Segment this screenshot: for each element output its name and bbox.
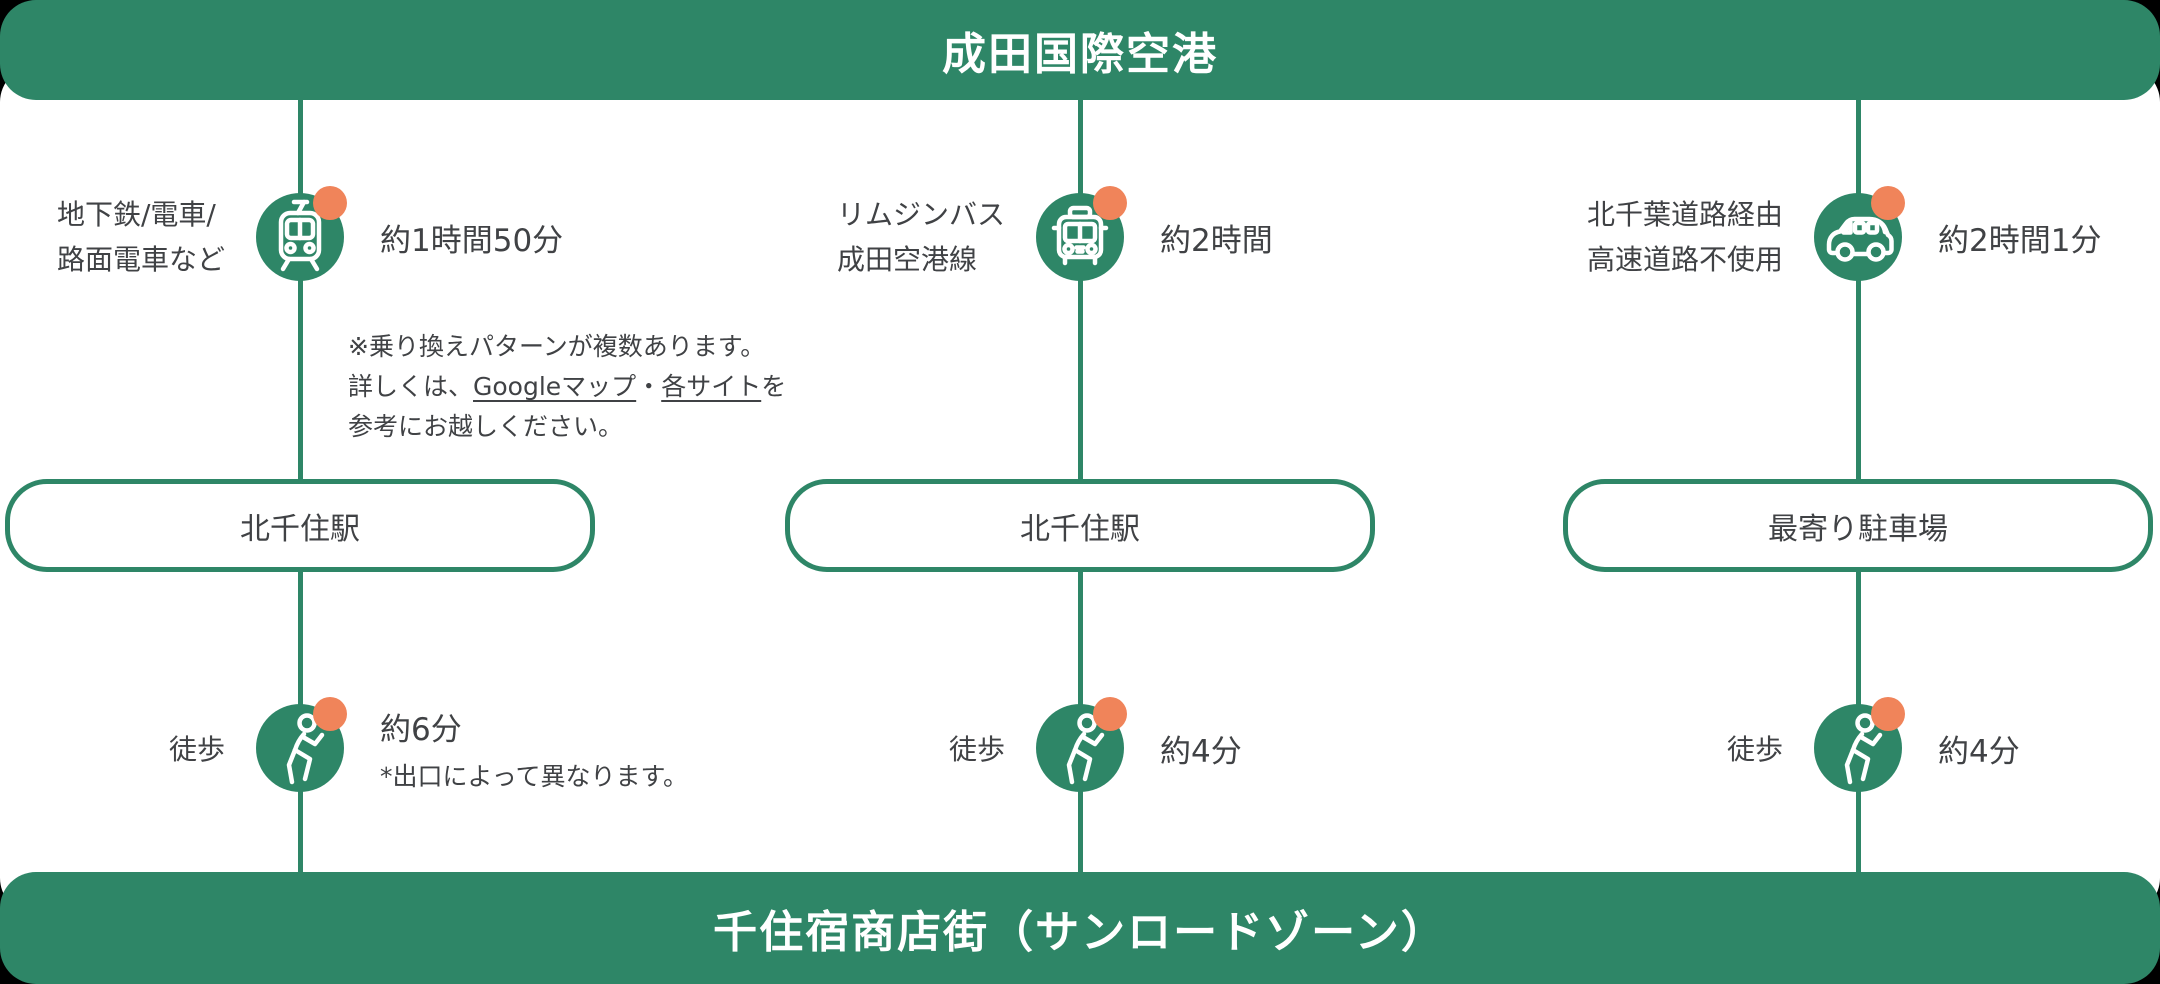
transport-label: 北千葉道路経由 高速道路不使用 — [1586, 198, 1783, 276]
walk-info: 約4分 — [1938, 704, 2020, 792]
transfer-note: ※乗り換えパターンが複数あります。 詳しくは、Googleマップ・各サイトを 参… — [348, 327, 786, 447]
destination-banner: 千住宿商店街（サンロードゾーン） — [0, 872, 2160, 984]
transfer-note-line3: 参考にお越しください。 — [348, 412, 624, 441]
transport-label: 地下鉄/電車/ 路面電車など — [56, 198, 225, 276]
destination-title: 千住宿商店街（サンロードゾーン） — [713, 907, 1447, 958]
google-maps-link[interactable]: Googleマップ — [473, 372, 637, 401]
origin-title: 成田国際空港 — [942, 29, 1218, 80]
transport-label: リムジンバス 成田空港線 — [836, 198, 1005, 276]
station-node: 北千住駅 — [785, 479, 1375, 572]
route-column-train: 地下鉄/電車/ 路面電車など 約1時間50分 ※乗り換えパターンが複数あります。… — [0, 0, 786, 984]
walk-info: 約4分 — [1160, 704, 1242, 792]
notification-dot — [313, 186, 347, 220]
duration-label: 約1時間50分 — [380, 222, 564, 259]
station-node: 北千住駅 — [5, 479, 595, 572]
walk-duration: 約4分 — [1160, 733, 1242, 770]
walk-duration: 約4分 — [1938, 733, 2020, 770]
duration-label: 約2時間 — [1160, 222, 1273, 259]
walk-label: 徒歩 — [168, 733, 225, 766]
duration-label: 約2時間1分 — [1938, 222, 2102, 259]
runner-icon — [1036, 704, 1124, 792]
walk-label: 徒歩 — [948, 733, 1005, 766]
notification-dot — [1093, 697, 1127, 731]
parking-node: 最寄り駐車場 — [1563, 479, 2153, 572]
route-column-car: 北千葉道路経由 高速道路不使用 約2時間1分 最寄り駐車場 — [1558, 0, 2158, 984]
walk-exit-note: *出口によって異なります。 — [380, 761, 689, 791]
other-sites-link[interactable]: 各サイト — [661, 372, 762, 401]
origin-banner: 成田国際空港 — [0, 0, 2160, 100]
walk-info: 約6分 *出口によって異なります。 — [380, 704, 688, 792]
notification-dot — [1871, 186, 1905, 220]
notification-dot — [1093, 186, 1127, 220]
notification-dot — [313, 697, 347, 731]
transfer-note-line2: 詳しくは、Googleマップ・各サイトを — [348, 372, 787, 401]
route-column-bus: リムジンバス 成田空港線 約2時間 北千住駅 徒歩 — [780, 0, 1380, 984]
walk-label: 徒歩 — [1726, 733, 1783, 766]
transfer-note-line1: ※乗り換えパターンが複数あります。 — [348, 332, 766, 361]
walk-duration: 約6分 — [380, 711, 462, 748]
notification-dot — [1871, 697, 1905, 731]
